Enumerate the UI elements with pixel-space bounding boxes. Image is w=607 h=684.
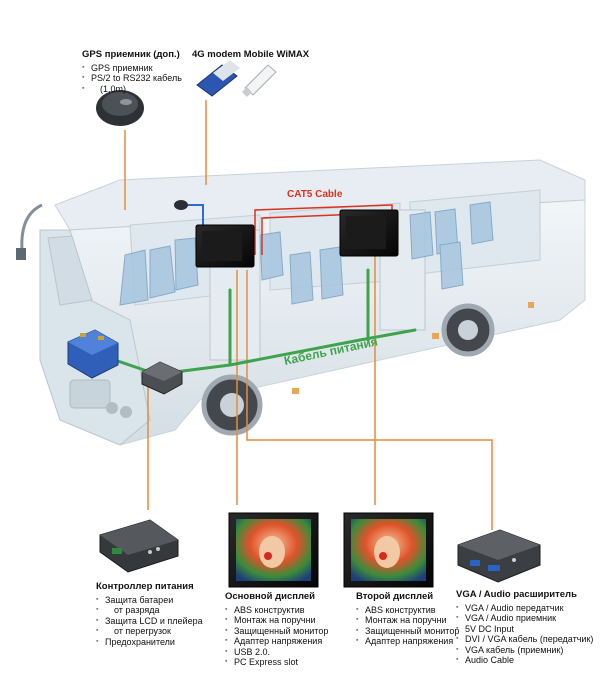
power-cable-line xyxy=(98,268,417,374)
power-controller-block: Контроллер питания Защита батареи от раз… xyxy=(96,581,203,648)
gps-receiver-icon xyxy=(96,90,144,126)
modem-block: 4G modem Mobile WiMAX xyxy=(192,49,310,63)
vga-extender-item: VGA / Audio передатчик xyxy=(456,603,593,614)
second-display-block: Второй дисплей ABS конструктив Монтаж на… xyxy=(356,591,459,647)
main-display-item: Монтаж на поручни xyxy=(225,615,328,626)
power-controller-title: Контроллер питания xyxy=(96,581,194,592)
seats xyxy=(119,201,494,306)
gps-item: GPS приемник xyxy=(82,63,182,74)
main-display-item: Адаптер напряжения xyxy=(225,636,328,647)
main-display-item: Защищенный монитор xyxy=(225,626,328,637)
main-display-item: PC Express slot xyxy=(225,657,328,668)
second-display-item: Монтаж на поручни xyxy=(356,615,459,626)
power-controller-item: от разряда xyxy=(96,605,203,616)
modem-usb-stick-icon xyxy=(242,64,277,97)
vga-extender-title: VGA / Audio расширитель xyxy=(456,589,577,600)
main-display-mounted xyxy=(195,224,255,268)
vga-extender-item: VGA / Audio приемник xyxy=(456,613,593,624)
vga-extender-block: VGA / Audio расширитель VGA / Audio пере… xyxy=(456,589,593,666)
power-controller-product-icon xyxy=(99,519,179,573)
power-controller-item: от перегрузок xyxy=(96,626,203,637)
gps-block: GPS приемник (доп.) GPS приемник PS/2 to… xyxy=(82,49,182,95)
second-display-title: Второй дисплей xyxy=(356,591,434,602)
vga-extender-item: Audio Cable xyxy=(456,655,593,666)
second-display-item: ABS конструктив xyxy=(356,605,459,616)
power-controller-mounted xyxy=(141,361,183,395)
power-controller-item: Защита LCD и плейера xyxy=(96,616,203,627)
cat5-cable-label: CAT5 Cable xyxy=(287,189,343,200)
gps-title: GPS приемник (доп.) xyxy=(82,49,180,60)
main-display-item: ABS конструктив xyxy=(225,605,328,616)
main-display-title: Основной дисплей xyxy=(225,591,315,602)
second-display-item: Адаптер напряжения xyxy=(356,636,459,647)
second-display-mounted xyxy=(339,209,399,257)
gps-item: (1.0m) xyxy=(82,84,182,95)
modem-title: 4G modem Mobile WiMAX xyxy=(192,49,310,60)
gps-antenna xyxy=(174,200,204,230)
main-display-block: Основной дисплей ABS конструктив Монтаж … xyxy=(225,591,328,668)
power-controller-item: Защита батареи xyxy=(96,595,203,606)
modem-card-icon xyxy=(196,60,240,97)
vga-extender-item: DVI / VGA кабель (передатчик) xyxy=(456,634,593,645)
main-display-product-icon xyxy=(228,512,319,588)
second-display-product-icon xyxy=(343,512,434,588)
vga-extender-product-icon xyxy=(457,529,541,583)
vga-extender-item: 5V DC Input xyxy=(456,624,593,635)
main-display-item: USB 2.0. xyxy=(225,647,328,658)
second-display-item: Защищенный монитор xyxy=(356,626,459,637)
battery-icon xyxy=(67,329,119,379)
gps-item: PS/2 to RS232 кабель xyxy=(82,73,182,84)
power-controller-item: Предохранители xyxy=(96,637,203,648)
leader-lines xyxy=(124,100,493,530)
vga-extender-item: VGA кабель (приемник) xyxy=(456,645,593,656)
